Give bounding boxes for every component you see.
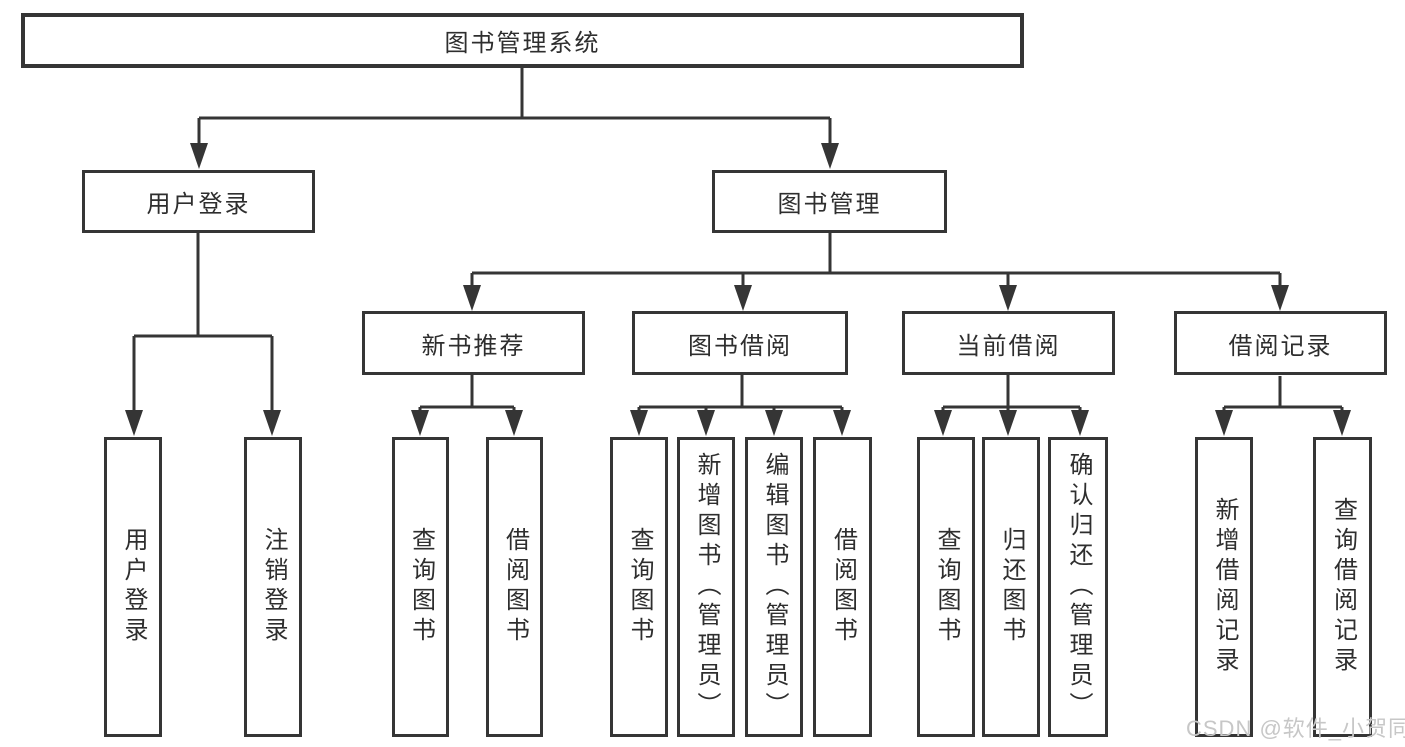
leaf-query-books-borrowing: 查询图书 [610, 437, 668, 737]
leaf-query-books-recommend: 查询图书 [392, 437, 449, 737]
node-borrowing-records-label: 借阅记录 [1228, 332, 1333, 360]
leaf-add-book-admin: 新增图书（管理员） [677, 437, 735, 737]
node-book-borrowing: 图书借阅 [632, 311, 848, 375]
node-borrowing-records: 借阅记录 [1174, 311, 1387, 375]
leaf-confirm-return-admin: 确认归还（管理员） [1048, 437, 1108, 737]
node-book-management-label: 图书管理 [777, 191, 882, 218]
node-user-login-label: 用户登录 [146, 191, 251, 218]
leaf-query-borrow-record-label: 查询借阅记录 [1329, 497, 1357, 677]
leaf-return-book: 归还图书 [982, 437, 1040, 737]
leaf-query-books-current: 查询图书 [917, 437, 975, 737]
connector-paths [132, 68, 1344, 422]
leaf-add-borrow-record: 新增借阅记录 [1195, 437, 1253, 737]
csdn-watermark: CSDN @软件_小贺同学 [1186, 716, 1405, 741]
node-current-borrowing: 当前借阅 [902, 311, 1115, 375]
leaf-edit-book-admin-label: 编辑图书（管理员） [761, 452, 788, 722]
leaf-confirm-return-admin-label: 确认归还（管理员） [1065, 452, 1092, 722]
leaf-logout-label: 注销登录 [260, 527, 287, 647]
node-new-book-recommendation-label: 新书推荐 [421, 332, 526, 360]
node-book-management: 图书管理 [712, 170, 947, 233]
node-current-borrowing-label: 当前借阅 [956, 332, 1061, 360]
node-book-borrowing-label: 图书借阅 [688, 332, 792, 360]
leaf-query-books-recommend-label: 查询图书 [407, 527, 435, 647]
arrowhead-icons [125, 143, 1351, 436]
node-library-system-label: 图书管理系统 [444, 30, 601, 57]
node-library-system: 图书管理系统 [21, 13, 1024, 68]
leaf-user-login: 用户登录 [104, 437, 162, 737]
leaf-borrow-books-borrowing-label: 借阅图书 [829, 527, 857, 647]
leaf-return-book-label: 归还图书 [998, 527, 1025, 647]
node-user-login: 用户登录 [82, 170, 315, 233]
leaf-edit-book-admin: 编辑图书（管理员） [745, 437, 803, 737]
node-new-book-recommendation: 新书推荐 [362, 311, 585, 375]
leaf-borrow-books-recommend-label: 借阅图书 [501, 527, 529, 647]
leaf-user-login-label: 用户登录 [120, 527, 147, 647]
leaf-query-books-borrowing-label: 查询图书 [626, 527, 653, 647]
leaf-query-books-current-label: 查询图书 [933, 527, 960, 647]
leaf-add-borrow-record-label: 新增借阅记录 [1211, 497, 1238, 677]
leaf-logout: 注销登录 [244, 437, 302, 737]
leaf-borrow-books-recommend: 借阅图书 [486, 437, 543, 737]
leaf-add-book-admin-label: 新增图书（管理员） [693, 452, 720, 722]
leaf-query-borrow-record: 查询借阅记录 [1313, 437, 1372, 737]
leaf-borrow-books-borrowing: 借阅图书 [813, 437, 872, 737]
